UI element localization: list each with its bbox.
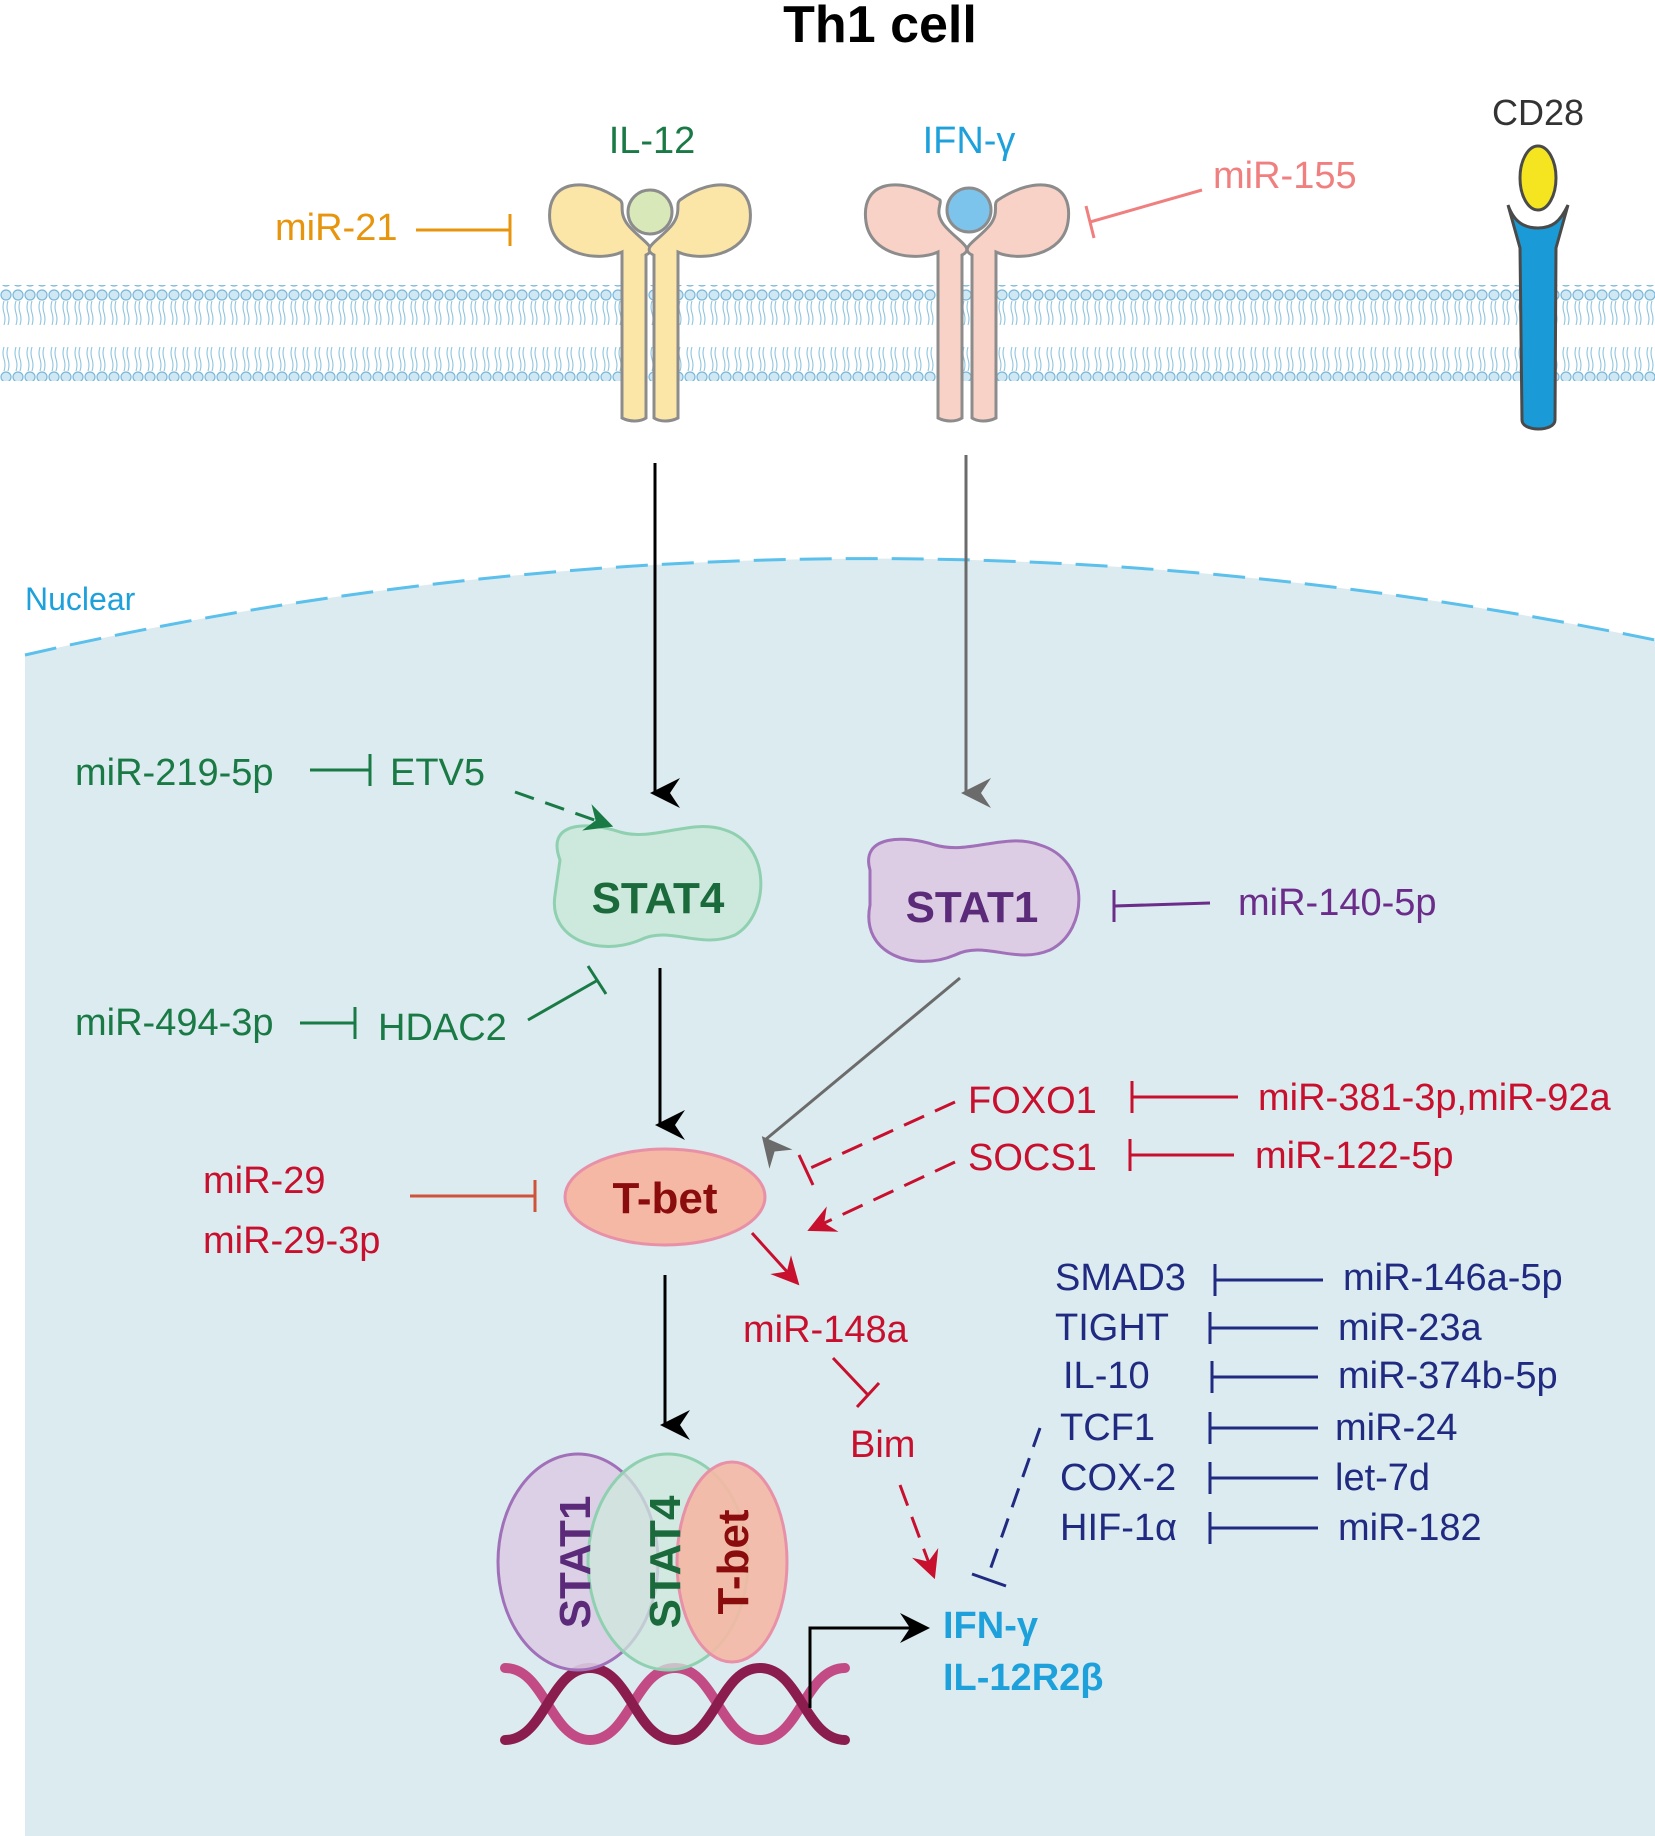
- table-mirna: miR-374b-5p: [1338, 1355, 1558, 1397]
- mir155-inhibition: [1084, 188, 1203, 239]
- table-target: IL-10: [1063, 1355, 1150, 1397]
- socs1-to-tbet-arrow: [807, 1160, 956, 1232]
- stat1-to-tbet-arrow: [761, 976, 961, 1169]
- table-mirna: miR-182: [1338, 1507, 1482, 1549]
- tbet-label: T-bet: [612, 1174, 717, 1223]
- inhibition-table: SMAD3 miR-146a-5p TIGHT miR-23a IL-10 mi…: [1055, 1257, 1563, 1549]
- mir148a-label: miR-148a: [743, 1309, 909, 1351]
- mir381-label: miR-381-3p,miR-92a: [1258, 1077, 1612, 1119]
- mir122-inhibition: [1128, 1139, 1234, 1171]
- bim-to-ifng-arrow: [898, 1484, 939, 1580]
- table-to-ifng-inhibition: [971, 1427, 1042, 1588]
- hdac2-inhibition: [527, 965, 608, 1022]
- mir155-label: miR-155: [1213, 155, 1357, 197]
- mir140-label: miR-140-5p: [1238, 882, 1437, 924]
- stat1-stat4-tbet-complex: [496, 1452, 789, 1672]
- mir29-inhibition: [410, 1180, 537, 1212]
- diagram-title: Th1 cell: [783, 0, 977, 54]
- target-gene-il12r2b: IL-12R2β: [943, 1657, 1103, 1699]
- stat4-label: STAT4: [592, 874, 725, 923]
- tbet-node: [563, 1147, 767, 1247]
- socs1-label: SOCS1: [968, 1137, 1097, 1179]
- complex-stat1-label: STAT1: [551, 1496, 600, 1629]
- etv5-label: ETV5: [390, 752, 485, 794]
- transcription-arrow: [808, 1613, 930, 1708]
- mir494-label: miR-494-3p: [75, 1002, 274, 1044]
- mir21-inhibition: [416, 214, 512, 246]
- table-target: TCF1: [1060, 1407, 1155, 1449]
- mir381-inhibition: [1130, 1081, 1238, 1113]
- mir140-inhibition: [1112, 890, 1211, 922]
- table-mirna: miR-23a: [1338, 1307, 1482, 1349]
- mir219-inhibition: [310, 754, 372, 786]
- table-inhibition-lines: [1208, 1264, 1323, 1544]
- mir122-label: miR-122-5p: [1255, 1135, 1454, 1177]
- complex-stat4-label: STAT4: [641, 1495, 690, 1628]
- stat1-node: [867, 837, 1081, 963]
- il12-label: IL-12: [609, 120, 696, 162]
- cd28-receptor: [1506, 144, 1570, 431]
- complex-tbet-label: T-bet: [709, 1509, 758, 1614]
- table-target: HIF-1α: [1060, 1507, 1177, 1549]
- mir29-3p-label: miR-29-3p: [203, 1220, 380, 1262]
- nuclear-envelope: [24, 557, 1655, 657]
- mir219-label: miR-219-5p: [75, 752, 274, 794]
- mir29-label: miR-29: [203, 1160, 325, 1202]
- table-target: TIGHT: [1055, 1307, 1169, 1349]
- stat1-label: STAT1: [906, 883, 1039, 932]
- ifng-receptor-label: IFN-γ: [923, 120, 1016, 162]
- table-mirna: let-7d: [1335, 1457, 1430, 1499]
- table-mirna: miR-146a-5p: [1343, 1257, 1563, 1299]
- nuclear-label: Nuclear: [25, 581, 136, 617]
- complex-tbet: [675, 1460, 789, 1664]
- nucleus-region: [25, 558, 1655, 1836]
- ifng-receptor: [863, 183, 1071, 423]
- stat4-node: [552, 824, 763, 948]
- foxo1-label: FOXO1: [968, 1080, 1097, 1122]
- foxo1-to-tbet-inhibition: [797, 1100, 956, 1186]
- etv5-to-stat4-arrow: [514, 790, 614, 831]
- hdac2-label: HDAC2: [378, 1007, 507, 1049]
- bim-label: Bim: [850, 1424, 915, 1466]
- table-mirna: miR-24: [1335, 1407, 1457, 1449]
- table-target: SMAD3: [1055, 1257, 1186, 1299]
- cd28-label: CD28: [1492, 92, 1584, 133]
- mir494-inhibition: [300, 1007, 357, 1039]
- mir21-label: miR-21: [275, 207, 397, 249]
- target-gene-ifng: IFN-γ: [943, 1605, 1038, 1647]
- cell-membrane: [0, 285, 1655, 381]
- table-target: COX-2: [1060, 1457, 1176, 1499]
- mir148a-inhibition: [831, 1356, 881, 1409]
- il12-receptor: [548, 183, 752, 423]
- tbet-to-mir148a-arrow: [750, 1231, 800, 1286]
